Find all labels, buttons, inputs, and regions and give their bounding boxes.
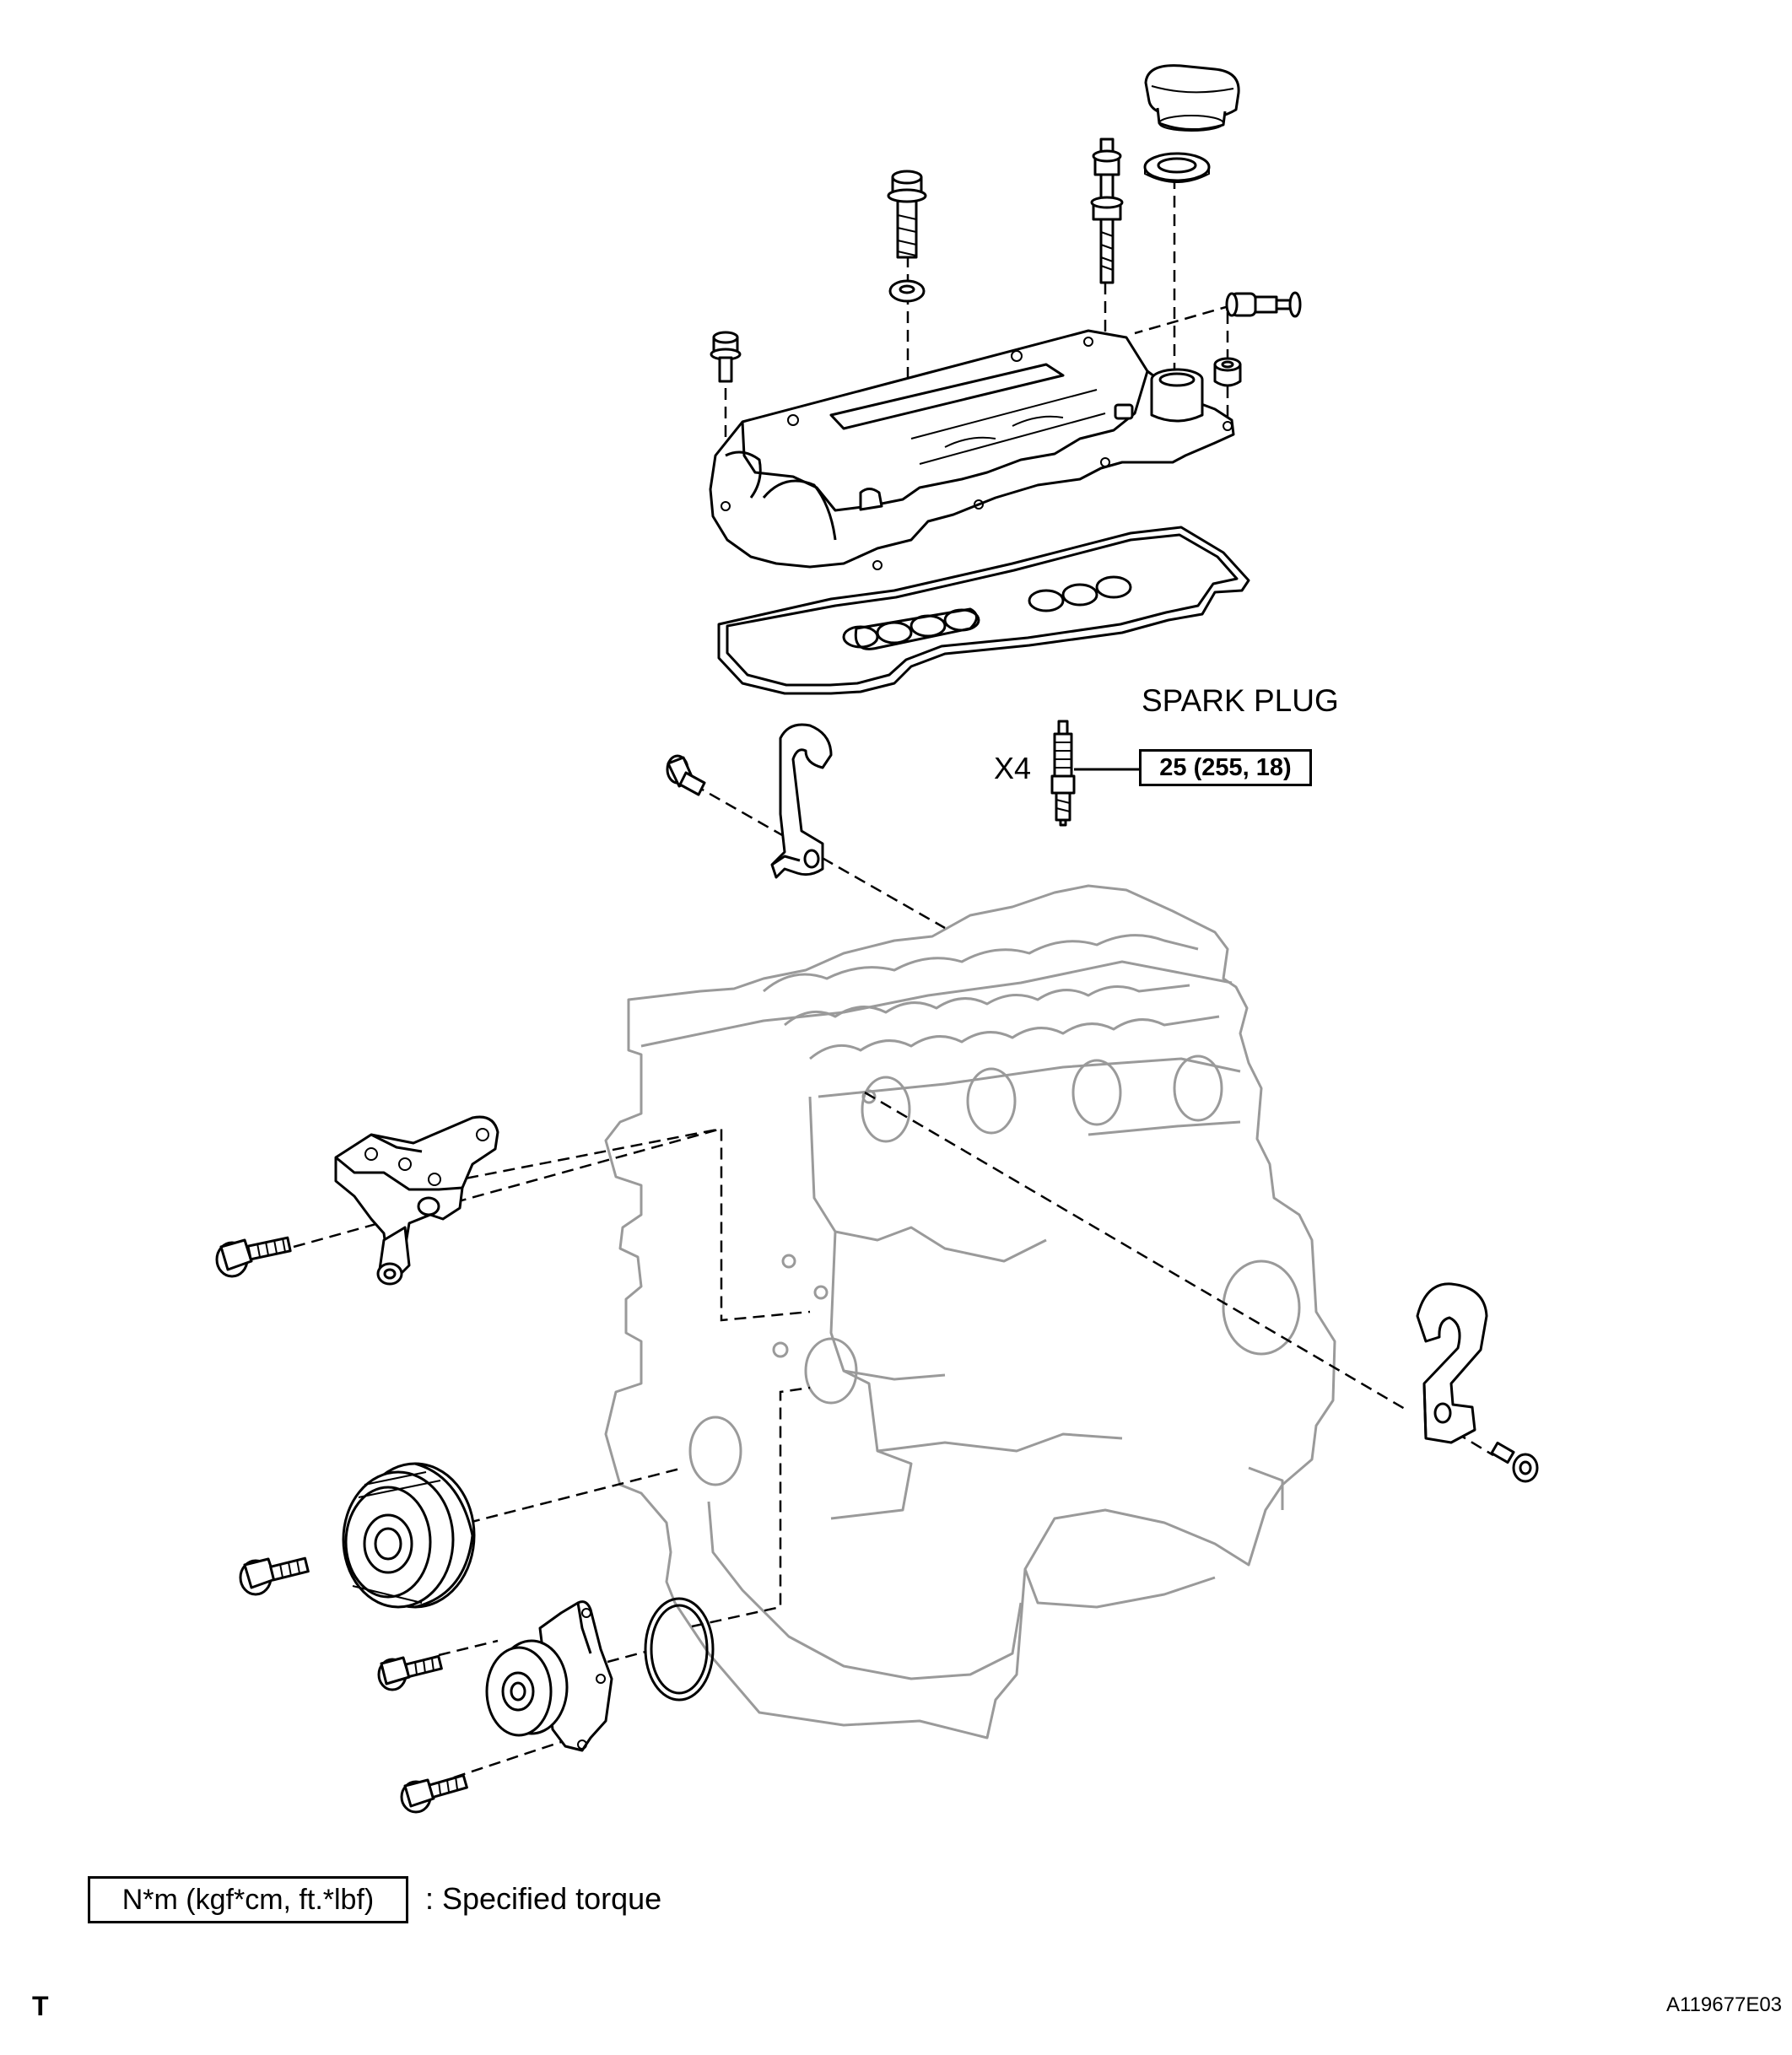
spark-plug-label: SPARK PLUG [1142,683,1339,718]
bracket-bolt [215,1236,292,1278]
head-cover-gasket [717,526,1250,695]
legend-description: : Specified torque [425,1881,662,1916]
washer [888,279,926,303]
idler-bolt-upper [377,1654,443,1691]
pcv-valve [1225,291,1302,318]
engine-mounting-bracket [334,1115,499,1286]
figure-id: A119677E03 [1666,1993,1783,2016]
cover-nut [1213,357,1242,387]
stud-bolt [1090,138,1124,284]
cover-bolt-left [710,331,742,383]
spark-plug-torque-box: 25 (255, 18) [1139,749,1312,786]
oil-filler-cap [1144,64,1240,132]
spark-plug [1050,720,1076,827]
head-cover-bolt [887,170,927,259]
filler-cap-gasket [1143,152,1211,183]
engine-hanger-no2 [1416,1282,1488,1444]
hanger-bolt-no2 [1490,1441,1539,1483]
engine-hanger-no1 [770,723,833,879]
legend-torque-unit-box: N*m (kgf*cm, ft.*lbf) [88,1876,408,1923]
pulley-bolt [239,1556,310,1596]
quantity-label: X4 [994,751,1032,785]
idler-pulley-assembly [485,1600,613,1752]
crankshaft-pulley [342,1462,476,1609]
corner-mark: T [32,1991,49,2021]
engine-block [604,884,1336,1739]
idler-bolt-lower [400,1773,468,1814]
cylinder-head-cover [709,329,1235,570]
o-ring [644,1597,715,1702]
hanger-bolt-no1 [666,754,706,796]
